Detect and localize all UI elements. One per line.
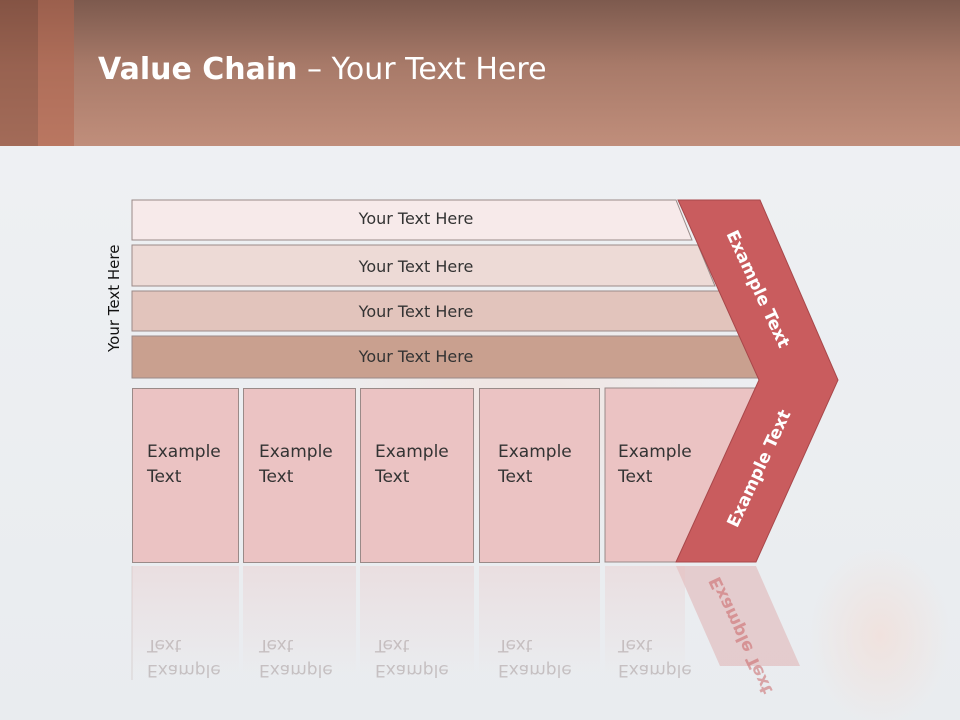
box-line-2: Text (147, 467, 182, 487)
box-line-2: Text (618, 467, 653, 487)
box-line-1: Example (498, 442, 572, 462)
title-rest: – Your Text Here (297, 52, 547, 87)
header-accent-band (0, 0, 38, 146)
primary-box-4 (479, 388, 600, 563)
header-accent-band (38, 0, 74, 146)
support-bar-1 (131, 199, 693, 241)
primary-box-3 (360, 388, 474, 563)
box-line-1: Example (618, 442, 692, 462)
box-line-1: Example (259, 442, 333, 462)
title-bold: Value Chain (98, 52, 298, 87)
primary-box-2 (243, 388, 356, 563)
box-line-1: Example (375, 442, 449, 462)
box-line-1: Example (147, 442, 221, 462)
support-bar-label-4: Your Text Here (358, 347, 474, 366)
chevron-reflection (676, 566, 800, 666)
support-bar-label-2: Your Text Here (358, 257, 474, 276)
support-bar-label-1: Your Text Here (358, 209, 474, 228)
slide-header: Value Chain – Your Text Here (0, 0, 960, 146)
primary-box-1 (132, 388, 239, 563)
slide-title: Value Chain – Your Text Here (98, 52, 547, 87)
box-line-2: Text (498, 467, 533, 487)
support-bar-2 (131, 244, 716, 287)
box-line-2: Text (375, 467, 410, 487)
support-bar-label-3: Your Text Here (358, 302, 474, 321)
chevron-arrow (675, 199, 839, 563)
box-line-2: Text (259, 467, 294, 487)
